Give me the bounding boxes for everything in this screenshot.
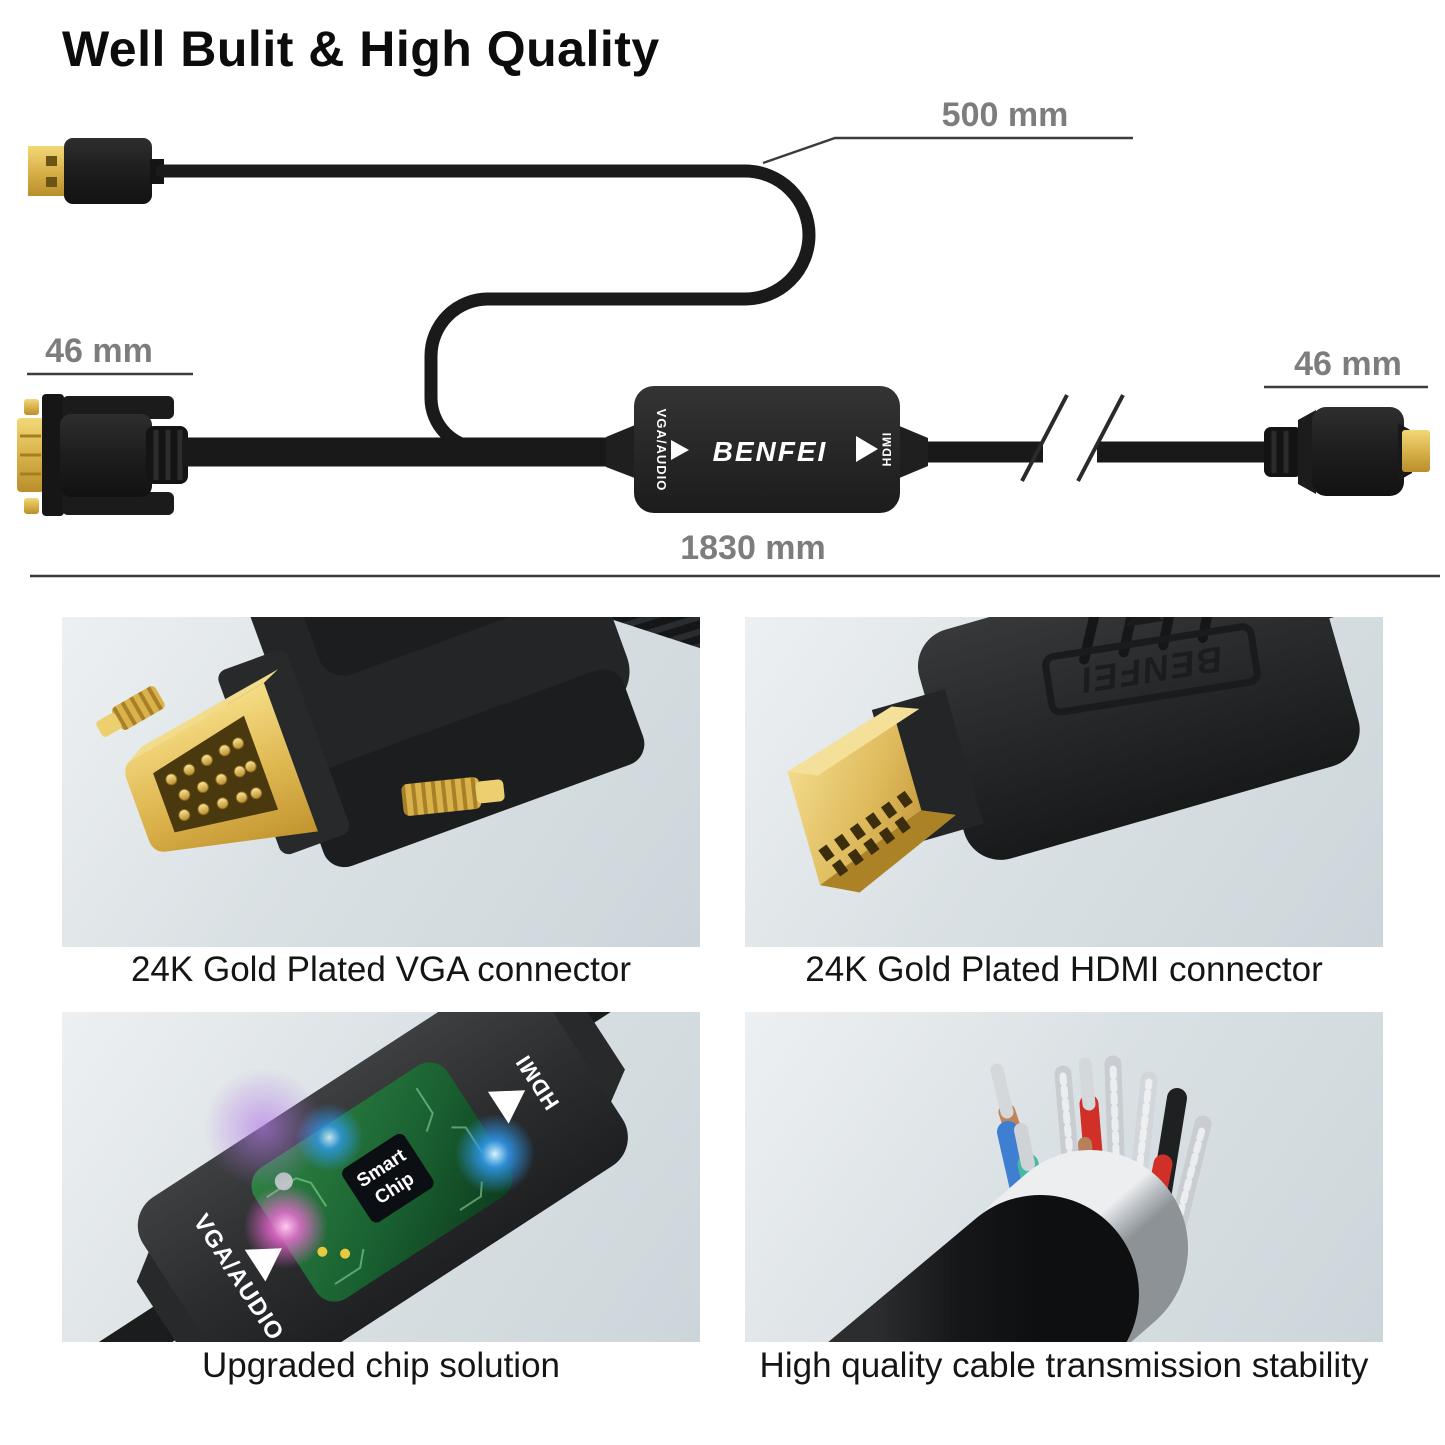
adapter-vga-audio-label: VGA/AUDIO [654, 409, 669, 492]
cable-break-marks [1020, 394, 1125, 482]
adapter-box: VGA/AUDIO BENFEI HDMI [606, 386, 928, 513]
thumbscrew-bottom [401, 777, 505, 816]
caption-hdmi-connector: 24K Gold Plated HDMI connector [805, 950, 1323, 989]
feature-photo-vga-connector [62, 617, 700, 947]
cable-dimension-diagram: 500 mm 46 mm 46 mm VGA/A [17, 96, 1440, 578]
hdmi-pin-slots [818, 790, 913, 877]
hdmi-connector [1264, 407, 1430, 496]
led-glow-purple [203, 1067, 324, 1188]
caption-chip: Upgraded chip solution [201, 1346, 560, 1385]
feature-photo-hdmi-connector: BENFEI [745, 617, 1383, 947]
chip-adapter-closeup: Smart Chip VGA/AUDIO HDMI [62, 1012, 700, 1342]
led-glow-blue2 [454, 1113, 535, 1194]
cable-crosssection [828, 1055, 1212, 1342]
caption-cable: High quality cable transmission stabilit… [759, 1346, 1369, 1385]
signal-arrow-icon [487, 1090, 526, 1124]
vga-connector-length-label: 46 mm [45, 332, 153, 370]
vga-connector-closeup [96, 617, 700, 868]
thumbscrew-top [96, 686, 165, 737]
signal-arrow-icon [671, 440, 689, 460]
usb-cable-dimension-line [762, 136, 1133, 165]
usb-cable-length-label: 500 mm [942, 96, 1069, 134]
total-cable-length-label: 1830 mm [680, 529, 826, 567]
hdmi-connector-closeup: BENFEI [787, 617, 1383, 893]
feature-photo-chip: Smart Chip VGA/AUDIO HDMI [62, 1012, 700, 1342]
adapter-brand-logo: BENFEI [713, 436, 828, 467]
adapter-hdmi-label: HDMI [880, 432, 894, 467]
page-title: Well Bulit & High Quality [62, 21, 660, 77]
vga-connector [17, 394, 188, 516]
feature-photo-cable-crosssection [745, 1012, 1383, 1342]
caption-vga-connector: 24K Gold Plated VGA connector [130, 950, 632, 989]
embossed-arrow-icon [1124, 617, 1165, 628]
signal-arrow-icon [244, 1248, 282, 1282]
usb-connector [28, 138, 164, 204]
cable-jacket [828, 1195, 1139, 1342]
usb-cable [155, 164, 816, 459]
vga-pins [165, 737, 263, 822]
signal-arrow-icon [856, 436, 878, 462]
led-glow-magenta [243, 1184, 328, 1269]
hdmi-connector-length-label: 46 mm [1294, 345, 1402, 383]
